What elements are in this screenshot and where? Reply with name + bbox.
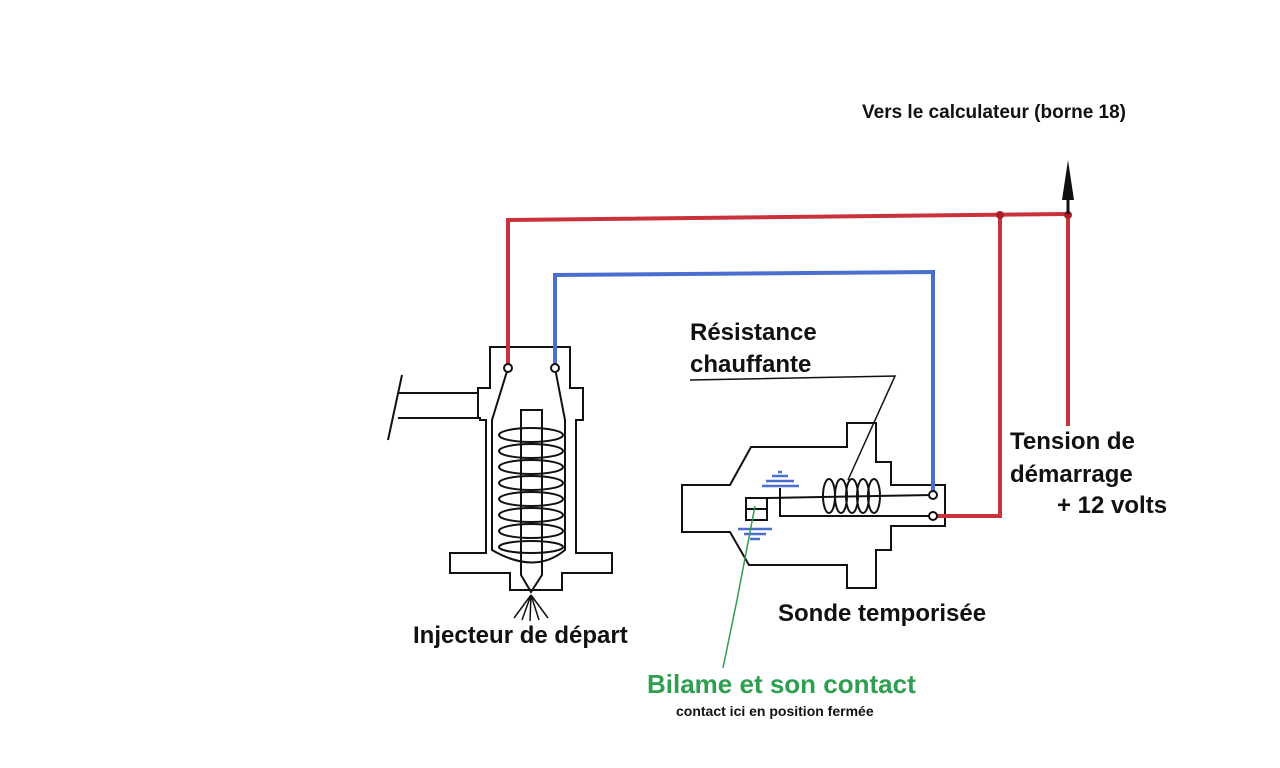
bimetal-note: contact ici en position fermée — [676, 703, 874, 719]
injector-needle — [520, 409, 543, 594]
positive-wires — [506, 212, 1070, 518]
heating-coil — [822, 478, 881, 514]
ecu-label: Vers le calculateur (borne 18) — [862, 102, 1127, 123]
red-wire-sensor — [937, 214, 1002, 518]
start-voltage-label-2: démarrage — [1010, 461, 1133, 488]
arrow-up-icon — [1062, 160, 1074, 214]
injector-inner-wall — [491, 367, 566, 564]
injector-label: Injecteur de départ — [413, 622, 628, 649]
start-voltage-label-3: + 12 volts — [1057, 492, 1168, 519]
sensor-label: Sonde temporisée — [778, 600, 987, 627]
inner-conductor — [766, 488, 934, 517]
bimetal-label: Bilame et son contact — [647, 669, 916, 699]
cold-start-injector — [387, 346, 613, 622]
red-wire-injector — [506, 212, 1069, 365]
resistor-leader-line — [689, 375, 897, 481]
bimetal-leader-line — [736, 505, 756, 601]
heating-resistor-label-2: chauffante — [690, 351, 812, 378]
terminals — [503, 363, 938, 521]
spray-lines — [513, 594, 549, 622]
switch-housing — [681, 422, 946, 589]
blue-wire — [553, 269, 935, 492]
bimetal-symbols — [738, 470, 799, 541]
heating-resistor-label-1: Résistance — [690, 319, 817, 346]
thermo-time-switch — [681, 375, 946, 589]
junction-dots — [996, 211, 1072, 219]
injector-inlet-pipe — [387, 374, 478, 441]
injector-coil — [498, 427, 564, 554]
injector-housing — [449, 346, 613, 591]
start-voltage-label-1: Tension de — [1010, 428, 1135, 455]
